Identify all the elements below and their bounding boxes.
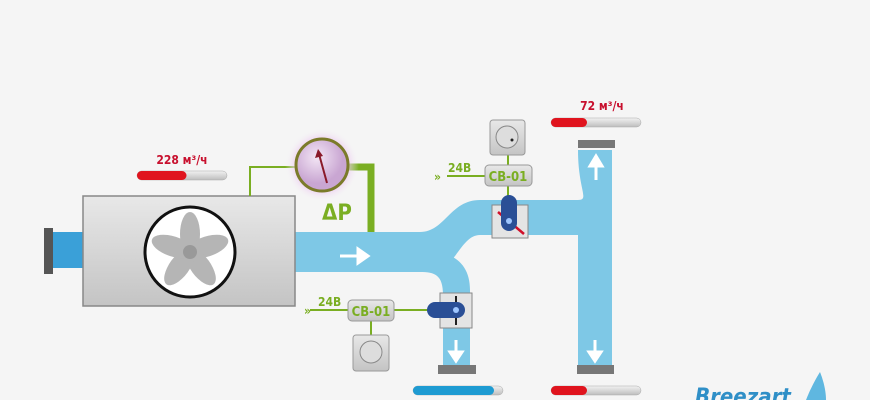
inlet-duct — [52, 232, 84, 268]
breezart-logo: Breezart — [695, 372, 826, 400]
flow-bar-bottom-right — [550, 385, 642, 396]
bottom-left-outlet-flange — [438, 365, 476, 374]
top-outlet-flange — [578, 140, 615, 148]
bottom-right-outlet-flange — [577, 365, 614, 374]
input-arrows-icon: » — [434, 170, 441, 184]
controller-label: CB-01 — [352, 305, 391, 320]
flow-label: 72 м³/ч — [580, 99, 624, 113]
controller-label: CB-01 — [489, 170, 528, 185]
pressure-sensor: ΔP — [285, 128, 359, 226]
svg-text:Breezart: Breezart — [695, 385, 792, 400]
inlet-flange — [44, 228, 53, 274]
voltage-label: 24В — [318, 295, 341, 309]
flow-label: 228 м³/ч — [156, 153, 207, 167]
flow-bar-top: 72 м³/ч — [550, 99, 642, 128]
actuator-icon — [427, 302, 465, 318]
controller-lower: 24В » CB-01 — [304, 292, 473, 372]
voltage-label: 24В — [448, 161, 471, 175]
flow-bar-fill — [551, 118, 587, 127]
flow-bar-total: 228 м³/ч — [136, 153, 228, 181]
controller-upper: 24В » CB-01 — [434, 119, 533, 239]
flow-bar-fill — [413, 386, 494, 395]
flow-bar-bottom-left — [412, 385, 504, 396]
actuator-icon — [501, 195, 517, 231]
flow-bar-fill — [137, 171, 187, 180]
input-arrows-icon: » — [304, 304, 311, 318]
pressure-label: ΔP — [322, 201, 352, 226]
ventilation-unit — [82, 195, 296, 307]
flow-bar-fill — [551, 386, 587, 395]
